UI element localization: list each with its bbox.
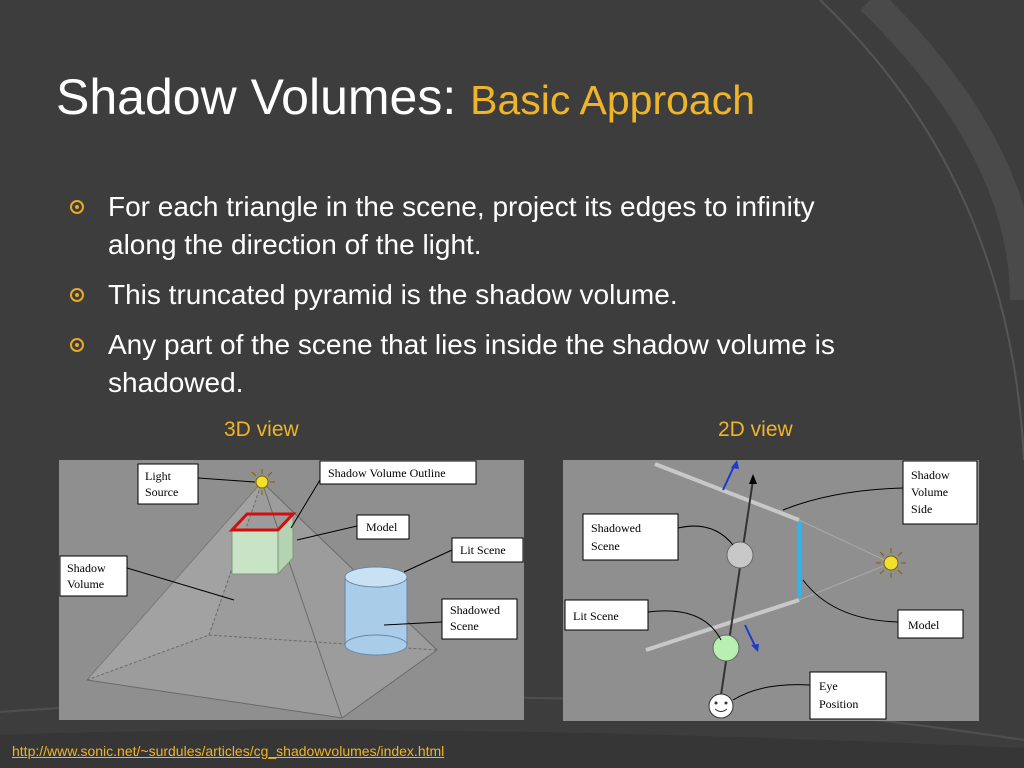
bullet-icon (70, 288, 84, 302)
label-light-source-2: Source (145, 485, 178, 499)
bullet-item: Any part of the scene that lies inside t… (70, 326, 890, 402)
label-model: Model (366, 520, 398, 534)
model-top-outline (228, 512, 297, 532)
bullet-list: For each triangle in the scene, project … (70, 188, 890, 414)
bullet-item: For each triangle in the scene, project … (70, 188, 890, 264)
label-eye-position-1: Eye (819, 679, 838, 693)
label-light-source-1: Light (145, 469, 172, 483)
bullet-icon (70, 200, 84, 214)
label-shadow-volume-outline: Shadow Volume Outline (328, 466, 446, 480)
bullet-text: This truncated pyramid is the shadow vol… (108, 279, 678, 310)
title-main: Shadow Volumes: (56, 69, 471, 125)
label-shadow-volume-1: Shadow (67, 561, 106, 575)
figure-3d-view: Light Source Shadow Volume Outline Model… (59, 460, 524, 720)
shadow-volume-side-top (654, 462, 800, 522)
label-model: Model (908, 618, 940, 632)
eye-face-icon (708, 693, 734, 719)
label-2d-view: 2D view (718, 418, 793, 441)
lit-sphere (712, 634, 740, 662)
shadowed-sphere (726, 541, 754, 569)
light-sun-icon (876, 548, 906, 578)
bullet-item: This truncated pyramid is the shadow vol… (70, 276, 890, 314)
title-subtitle: Basic Approach (470, 77, 756, 123)
label-shadow-volume-side-3: Side (911, 502, 932, 516)
label-shadowed-scene-2: Scene (591, 539, 620, 553)
label-shadowed-scene-2: Scene (450, 619, 479, 633)
model-box (231, 529, 279, 575)
bullet-text: Any part of the scene that lies inside t… (108, 329, 835, 398)
slide-title: Shadow Volumes: Basic Approach (56, 68, 755, 126)
label-shadow-volume-side-1: Shadow (911, 468, 950, 482)
shadow-volume-side-bottom (645, 598, 800, 652)
label-shadow-volume-side-2: Volume (911, 485, 948, 499)
bullet-text: For each triangle in the scene, project … (108, 191, 815, 260)
label-shadow-volume-2: Volume (67, 577, 104, 591)
figure-2d-view: Shadow Volume Side Shadowed Scene Lit Sc… (563, 460, 979, 721)
label-shadowed-scene-1: Shadowed (450, 603, 500, 617)
label-lit-scene: Lit Scene (573, 609, 619, 623)
label-eye-position-2: Position (819, 697, 858, 711)
light-source-sun-icon (249, 469, 275, 495)
source-link[interactable]: http://www.sonic.net/~surdules/articles/… (12, 743, 445, 759)
label-3d-view: 3D view (224, 418, 299, 441)
label-shadowed-scene-1: Shadowed (591, 521, 641, 535)
label-lit-scene: Lit Scene (460, 543, 506, 557)
bullet-icon (70, 338, 84, 352)
